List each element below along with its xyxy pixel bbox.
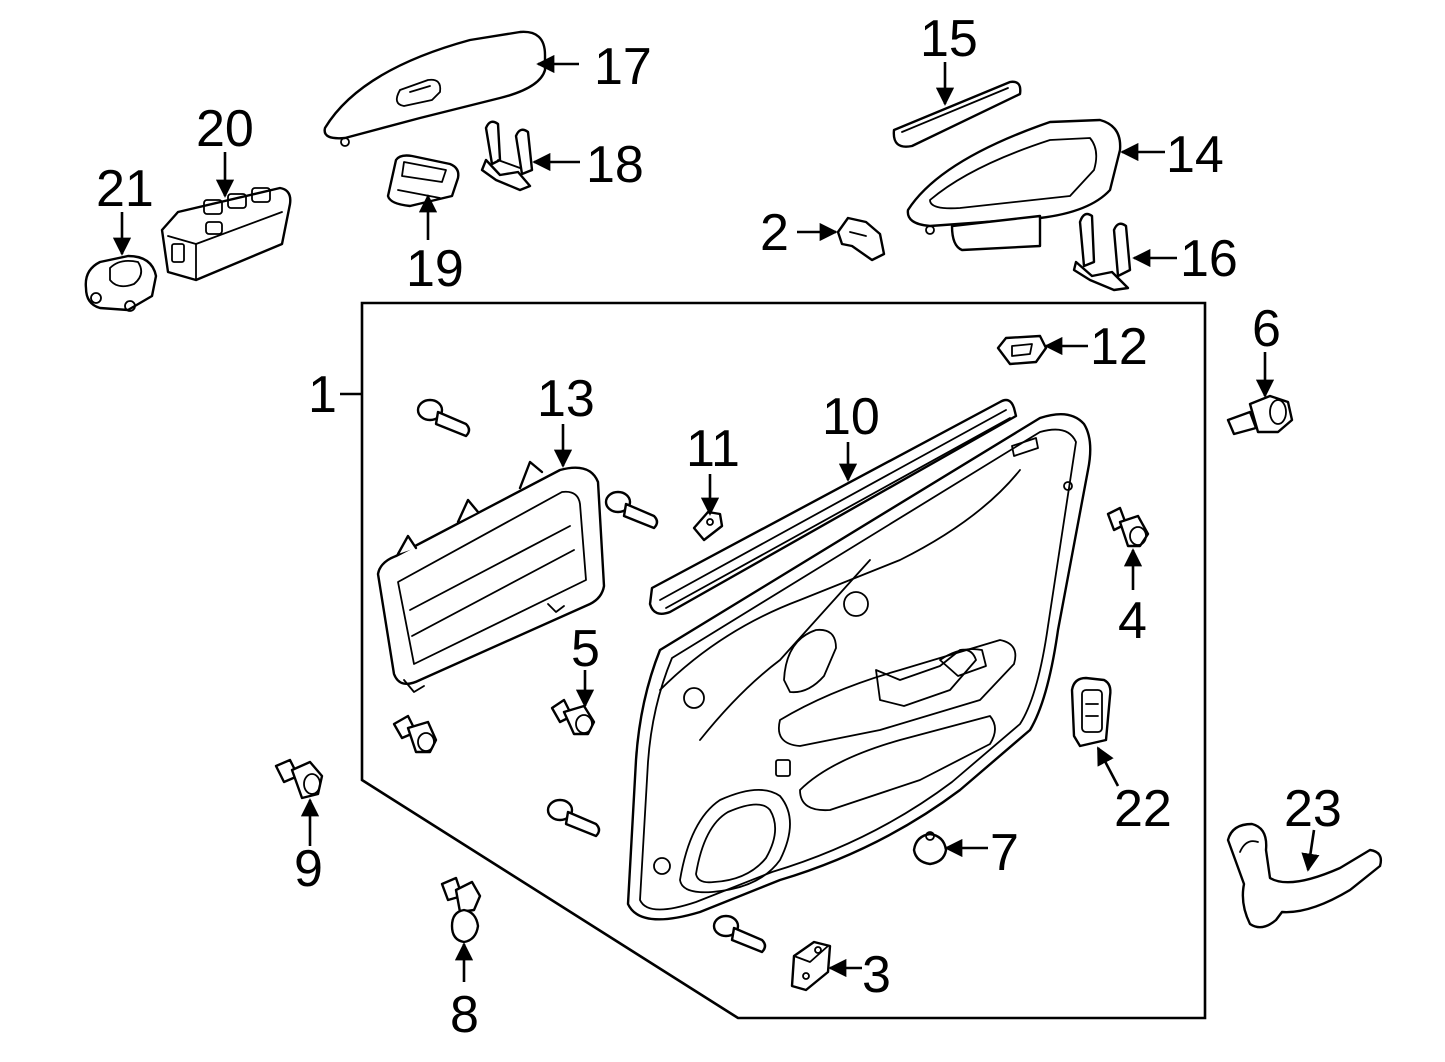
part-9-push-retainer [274,758,324,800]
part-23-pull-handle [1226,822,1383,929]
callout-5: 5 [571,620,600,678]
callout-4: 4 [1118,592,1147,650]
callout-13: 13 [537,370,595,428]
screw-b [604,490,659,530]
part-13-map-pocket [376,460,606,693]
screw-d [712,914,767,954]
part-16-clip [1072,212,1132,292]
callout-23: 23 [1284,780,1342,838]
leader-23 [1301,829,1320,872]
leader-22 [1096,746,1120,787]
callout-10: 10 [822,388,880,446]
retainer-left [392,714,438,754]
door-trim-panel [626,412,1092,921]
part-18-clip [480,120,534,192]
part-3-bracket [790,940,832,992]
callout-3: 3 [862,946,891,1004]
callout-18: 18 [586,136,644,194]
screw-c [546,798,601,838]
part-2-retainer [836,216,886,262]
callout-9: 9 [294,840,323,898]
callout-22: 22 [1114,780,1172,838]
callout-12: 12 [1090,318,1148,376]
part-5-push-retainer [550,698,596,736]
callout-6: 6 [1252,300,1281,358]
part-7-clip [912,831,948,866]
part-6-push-retainer [1226,394,1294,436]
leader-lines [112,54,1320,982]
callout-21: 21 [96,160,154,218]
part-14-armrest-bezel [906,118,1122,252]
part-4-push-retainer [1106,506,1150,548]
part-21-switch [84,254,158,312]
callout-labels: 1 2 3 4 5 6 7 8 9 10 11 12 13 14 15 16 1… [96,10,1342,1044]
assembly-outline [360,301,1207,1020]
callout-17: 17 [594,38,652,96]
callout-11: 11 [686,420,740,478]
callout-19: 19 [406,240,464,298]
part-8-push-retainer [440,876,482,944]
part-17-switch-bezel [323,30,547,147]
part-19-switch [386,154,460,208]
callout-8: 8 [450,986,479,1044]
callout-14: 14 [1166,126,1224,184]
callout-1: 1 [308,366,337,424]
callout-2: 2 [760,204,789,262]
part-15-trim-strip [892,80,1022,148]
callout-15: 15 [920,10,978,68]
screw-a [416,398,471,438]
part-22-switch [1070,676,1112,748]
callout-20: 20 [196,100,254,158]
part-10-weatherstrip [648,398,1018,615]
part-12-bezel [996,334,1048,366]
part-11-clip [692,510,724,542]
part-20-master-switch [160,186,292,282]
callout-7: 7 [990,824,1019,882]
callout-16: 16 [1180,230,1238,288]
